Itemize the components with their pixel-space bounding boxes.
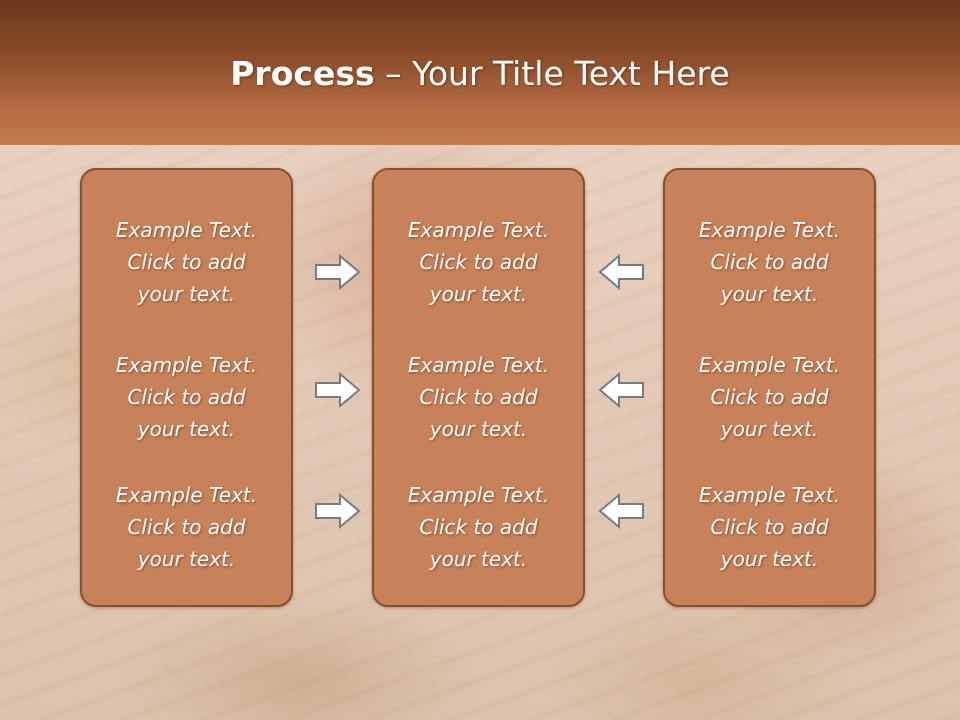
text-line: Example Text.: [407, 483, 550, 507]
text-placeholder[interactable]: Example Text. Click to add your text.: [374, 479, 583, 575]
process-box-right[interactable]: Example Text. Click to add your text. Ex…: [663, 168, 876, 607]
text-placeholder[interactable]: Example Text. Click to add your text.: [665, 479, 874, 575]
text-placeholder[interactable]: Example Text. Click to add your text.: [82, 214, 291, 310]
text-line: Example Text.: [407, 218, 550, 242]
arrow-right-icon[interactable]: [314, 370, 362, 410]
text-line: your text.: [720, 547, 819, 571]
text-line: Click to add: [419, 250, 538, 274]
text-line: your text.: [720, 282, 819, 306]
text-line: Example Text.: [115, 353, 258, 377]
text-line: Click to add: [127, 515, 246, 539]
text-line: Click to add: [710, 250, 829, 274]
title-bold: Process: [230, 54, 375, 93]
arrow-left-icon[interactable]: [597, 491, 645, 531]
text-line: your text.: [137, 547, 236, 571]
text-line: your text.: [429, 417, 528, 441]
text-placeholder[interactable]: Example Text. Click to add your text.: [665, 214, 874, 310]
arrow-left-icon[interactable]: [597, 370, 645, 410]
text-line: your text.: [137, 417, 236, 441]
text-line: Click to add: [419, 515, 538, 539]
text-line: your text.: [720, 417, 819, 441]
arrow-right-icon[interactable]: [314, 252, 362, 292]
text-line: Example Text.: [115, 483, 258, 507]
text-placeholder[interactable]: Example Text. Click to add your text.: [374, 214, 583, 310]
slide-title[interactable]: Process – Your Title Text Here: [0, 50, 960, 98]
text-placeholder[interactable]: Example Text. Click to add your text.: [374, 349, 583, 445]
text-line: Click to add: [127, 250, 246, 274]
text-line: Click to add: [127, 385, 246, 409]
title-rest: – Your Title Text Here: [374, 54, 730, 93]
text-line: Example Text.: [115, 218, 258, 242]
text-line: Click to add: [419, 385, 538, 409]
text-line: Click to add: [710, 385, 829, 409]
text-line: Example Text.: [407, 353, 550, 377]
text-placeholder[interactable]: Example Text. Click to add your text.: [82, 479, 291, 575]
text-line: Example Text.: [698, 218, 841, 242]
text-line: your text.: [429, 282, 528, 306]
arrow-right-icon[interactable]: [314, 491, 362, 531]
arrow-left-icon[interactable]: [597, 252, 645, 292]
text-placeholder[interactable]: Example Text. Click to add your text.: [665, 349, 874, 445]
text-placeholder[interactable]: Example Text. Click to add your text.: [82, 349, 291, 445]
title-bar: Process – Your Title Text Here: [0, 0, 960, 145]
text-line: Example Text.: [698, 483, 841, 507]
text-line: Example Text.: [698, 353, 841, 377]
process-box-center[interactable]: Example Text. Click to add your text. Ex…: [372, 168, 585, 607]
process-box-left[interactable]: Example Text. Click to add your text. Ex…: [80, 168, 293, 607]
text-line: your text.: [429, 547, 528, 571]
text-line: Click to add: [710, 515, 829, 539]
text-line: your text.: [137, 282, 236, 306]
